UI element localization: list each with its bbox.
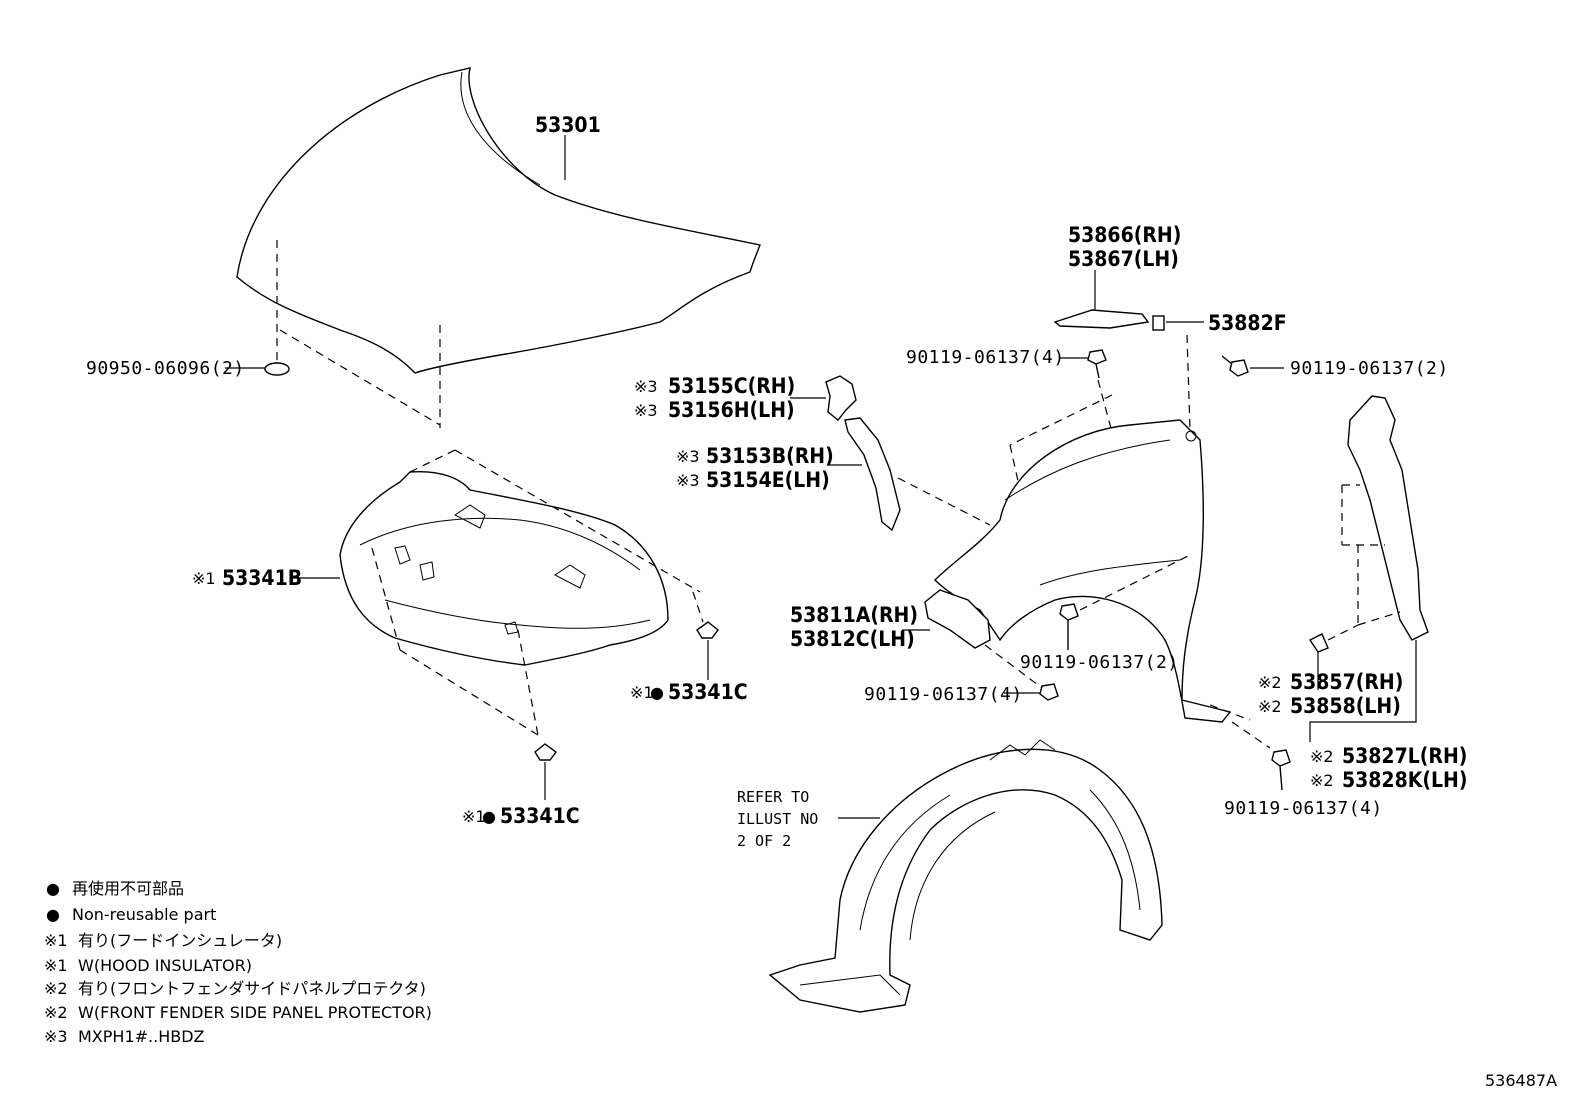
- label-bracket-lower-rh[interactable]: 53811A(RH): [790, 603, 918, 627]
- clip-a-part[interactable]: [696, 621, 719, 639]
- legend-text: MXPH1#..HBDZ: [78, 1027, 205, 1046]
- dash-bolt-left: [1097, 379, 1113, 433]
- panel2-leader: [1309, 640, 1417, 742]
- label-bracket-lower-lh[interactable]: 53812C(LH): [790, 627, 915, 651]
- label-hood[interactable]: 53301: [535, 113, 601, 137]
- legend-symbol: ※1: [44, 956, 68, 975]
- legend-text: 有り(フードインシュレータ): [78, 931, 282, 950]
- dash-bolt-lower: [984, 644, 1043, 689]
- bolt-mid-part[interactable]: [1059, 603, 1079, 650]
- label-seal-rh[interactable]: 53155C(RH): [668, 374, 795, 398]
- label-bracket-upper-rh[interactable]: 53866(RH): [1068, 223, 1181, 247]
- dash-ins-4: [371, 547, 401, 651]
- label-bolt-lower[interactable]: 90119-06137(4): [864, 684, 1023, 705]
- label-seal-lh-prefix: ※3: [634, 401, 658, 420]
- dash-ins-1: [409, 449, 456, 473]
- label-panel2-lh-prefix: ※2: [1310, 771, 1334, 790]
- label-bolt-right[interactable]: 90119-06137(2): [1290, 358, 1449, 379]
- label-clip-53882f[interactable]: 53882F: [1208, 311, 1287, 335]
- clip-b-part[interactable]: [534, 743, 557, 761]
- hood-cushion-part[interactable]: [264, 362, 290, 376]
- legend-text: 有り(フロントフェンダサイドパネルプロテクタ): [78, 979, 426, 998]
- legend-symbol: ※1: [44, 931, 68, 950]
- refer-line-1[interactable]: REFER TO: [737, 788, 809, 806]
- label-insulator[interactable]: 53341B: [222, 566, 302, 590]
- label-bolt-left[interactable]: 90119-06137(4): [906, 347, 1065, 368]
- label-clip-b[interactable]: 53341C: [500, 804, 580, 828]
- lower-bracket-part[interactable]: [924, 589, 991, 649]
- bolt-bottom-part[interactable]: [1271, 749, 1291, 791]
- side-panel-part[interactable]: [844, 417, 901, 532]
- seal-part[interactable]: [825, 375, 857, 421]
- dash-bolt-bottom-2: [1231, 721, 1271, 749]
- legend-text: Non-reusable part: [72, 905, 216, 924]
- dash-ins-6: [517, 629, 539, 736]
- refer-line-3[interactable]: 2 OF 2: [737, 832, 791, 850]
- label-bracket-upper-lh[interactable]: 53867(LH): [1068, 247, 1179, 271]
- dash-bolt-right: [1186, 334, 1191, 431]
- label-seal-lh[interactable]: 53156H(LH): [668, 398, 795, 422]
- front-fender-part[interactable]: [934, 419, 1232, 723]
- dash-fender-left: [1009, 444, 1021, 491]
- legend-symbol: ※2: [44, 979, 68, 998]
- legend-symbol: ※3: [44, 1027, 68, 1046]
- dash-bolt-bottom-1: [1209, 704, 1251, 721]
- label-panel2-rh-prefix: ※2: [1310, 747, 1334, 766]
- label-protector-lh[interactable]: 53858(LH): [1290, 694, 1401, 718]
- side-panel-protector-part[interactable]: [1347, 395, 1429, 641]
- label-panel-rh-prefix: ※3: [676, 447, 700, 466]
- label-clip-a[interactable]: 53341C: [668, 680, 748, 704]
- dash-ins-2: [454, 449, 701, 593]
- legend: ● 再使用不可部品 ● Non-reusable part ※1 有り(フードイ…: [44, 879, 432, 1046]
- label-panel2-rh[interactable]: 53827L(RH): [1342, 744, 1467, 768]
- legend-symbol: ●: [46, 879, 60, 898]
- label-hood-cushion[interactable]: 90950-06096(2): [86, 358, 245, 379]
- clip-53882f-part[interactable]: [1152, 315, 1165, 331]
- fender-liner-part[interactable]: [768, 739, 1163, 1013]
- label-panel-rh[interactable]: 53153B(RH): [706, 444, 834, 468]
- hood-part[interactable]: [236, 67, 761, 374]
- dash-bolt-mid: [1079, 554, 1191, 611]
- clip-b-bullet: ●: [482, 807, 496, 826]
- dash-fender-top: [1009, 394, 1113, 446]
- label-protector-rh-prefix: ※2: [1258, 673, 1282, 692]
- legend-symbol: ●: [46, 905, 60, 924]
- legend-text: W(FRONT FENDER SIDE PANEL PROTECTOR): [78, 1003, 432, 1022]
- dash-ins-3: [692, 591, 704, 623]
- label-protector-rh[interactable]: 53857(RH): [1290, 670, 1403, 694]
- dash-prot-5: [1357, 611, 1401, 626]
- dash-panel-fender: [897, 477, 991, 526]
- label-panel-lh[interactable]: 53154E(LH): [706, 468, 830, 492]
- hood-insulator-part[interactable]: [339, 470, 669, 666]
- label-bolt-mid[interactable]: 90119-06137(2): [1020, 652, 1179, 673]
- protector-clip-part[interactable]: [1308, 633, 1329, 653]
- legend-text: 再使用不可部品: [72, 879, 184, 898]
- bolt-right-part[interactable]: [1221, 355, 1249, 377]
- dash-hood-left: [279, 329, 441, 426]
- legend-symbol: ※2: [44, 1003, 68, 1022]
- label-bolt-bottom[interactable]: 90119-06137(4): [1224, 798, 1383, 819]
- clip-a-bullet: ●: [650, 683, 664, 702]
- bolt-lower-part[interactable]: [1039, 683, 1059, 701]
- label-clip-a-prefix: ※1: [630, 683, 654, 702]
- label-panel2-lh[interactable]: 53828K(LH): [1342, 768, 1468, 792]
- label-protector-lh-prefix: ※2: [1258, 697, 1282, 716]
- upper-bracket-part[interactable]: [1053, 309, 1150, 329]
- label-clip-b-prefix: ※1: [462, 807, 486, 826]
- refer-line-2[interactable]: ILLUST NO: [737, 810, 818, 828]
- bolt-left-part[interactable]: [1087, 349, 1107, 379]
- legend-text: W(HOOD INSULATOR): [78, 956, 252, 975]
- label-seal-rh-prefix: ※3: [634, 377, 658, 396]
- label-panel-lh-prefix: ※3: [676, 471, 700, 490]
- dash-prot-6: [1327, 624, 1359, 641]
- label-insulator-prefix: ※1: [192, 569, 216, 588]
- figure-id: 536487A: [1485, 1071, 1557, 1090]
